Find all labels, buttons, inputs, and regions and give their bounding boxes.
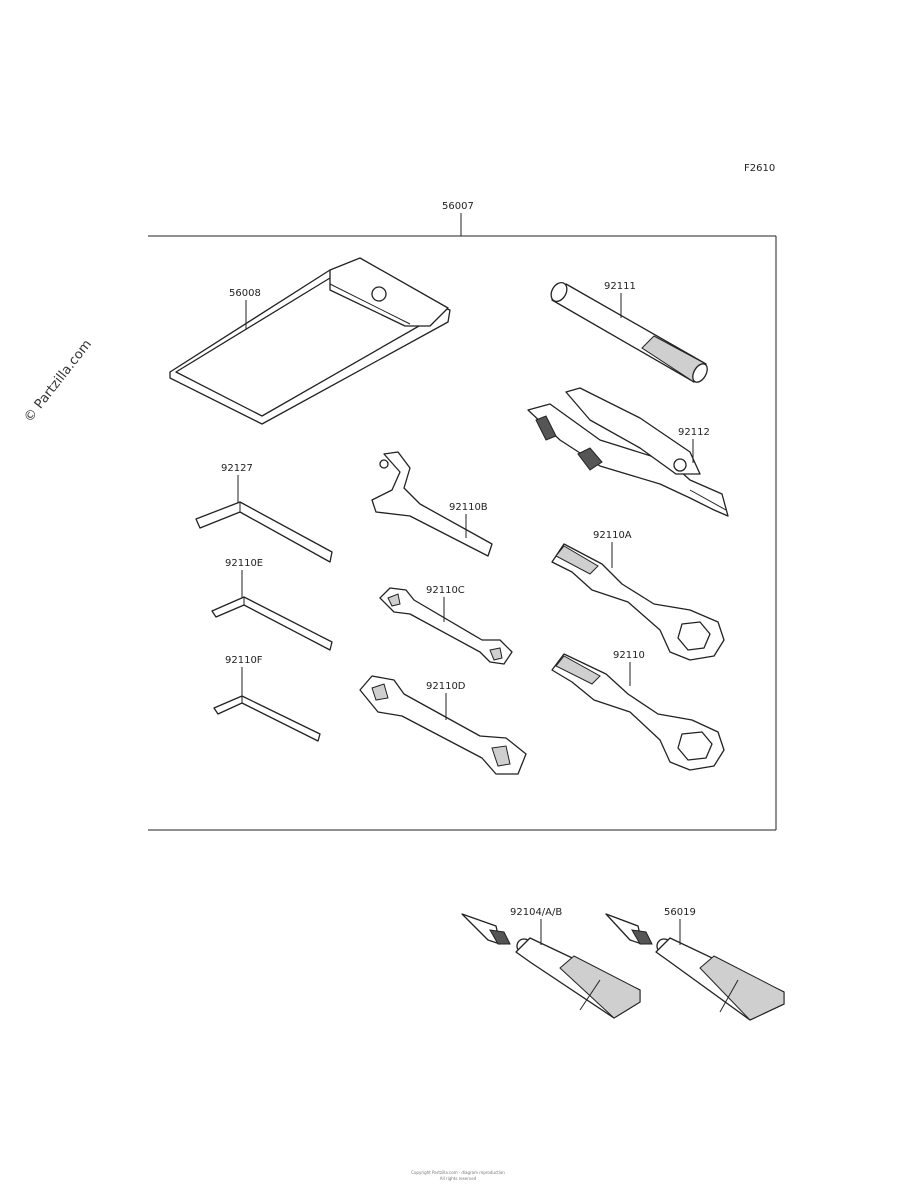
open-end-wrench-small-illustration bbox=[379, 587, 513, 665]
label-92127: 92127 bbox=[221, 463, 253, 474]
hook-wrench-illustration bbox=[371, 451, 493, 557]
hex-key-medium-illustration bbox=[211, 596, 333, 651]
label-92110E: 92110E bbox=[225, 558, 263, 569]
label-92110A: 92110A bbox=[593, 530, 632, 541]
footer-line-1: Copyright Partzilla.com · diagram reprod… bbox=[411, 1170, 505, 1175]
grease-tube-b-illustration bbox=[605, 913, 785, 1021]
figure-code: F2610 bbox=[744, 163, 775, 174]
label-92112: 92112 bbox=[678, 427, 710, 438]
ring-wrench-a-illustration bbox=[551, 543, 725, 661]
pliers-illustration bbox=[527, 387, 729, 517]
label-92110C: 92110C bbox=[426, 585, 465, 596]
footer-line-2: All rights reserved bbox=[440, 1176, 477, 1181]
tool-case-illustration bbox=[169, 257, 451, 425]
hex-key-small-illustration bbox=[213, 695, 321, 742]
ring-wrench-b-illustration bbox=[551, 653, 725, 771]
label-92110B: 92110B bbox=[449, 502, 488, 513]
hex-key-large-illustration bbox=[195, 501, 333, 563]
label-92111: 92111 bbox=[604, 281, 636, 292]
label-92110: 92110 bbox=[613, 650, 645, 661]
open-end-wrench-large-illustration bbox=[359, 675, 527, 775]
label-56019: 56019 bbox=[664, 907, 696, 918]
kit-label: 56007 bbox=[442, 201, 474, 212]
label-92110F: 92110F bbox=[225, 655, 263, 666]
grease-tube-a-illustration bbox=[461, 913, 641, 1019]
label-92110D: 92110D bbox=[426, 681, 466, 692]
watermark-text: © Partzilla.com bbox=[21, 337, 95, 425]
kit-frame bbox=[148, 235, 777, 831]
label-92104-A-B: 92104/A/B bbox=[510, 907, 562, 918]
label-56008: 56008 bbox=[229, 288, 261, 299]
handle-bar-illustration bbox=[550, 282, 708, 383]
